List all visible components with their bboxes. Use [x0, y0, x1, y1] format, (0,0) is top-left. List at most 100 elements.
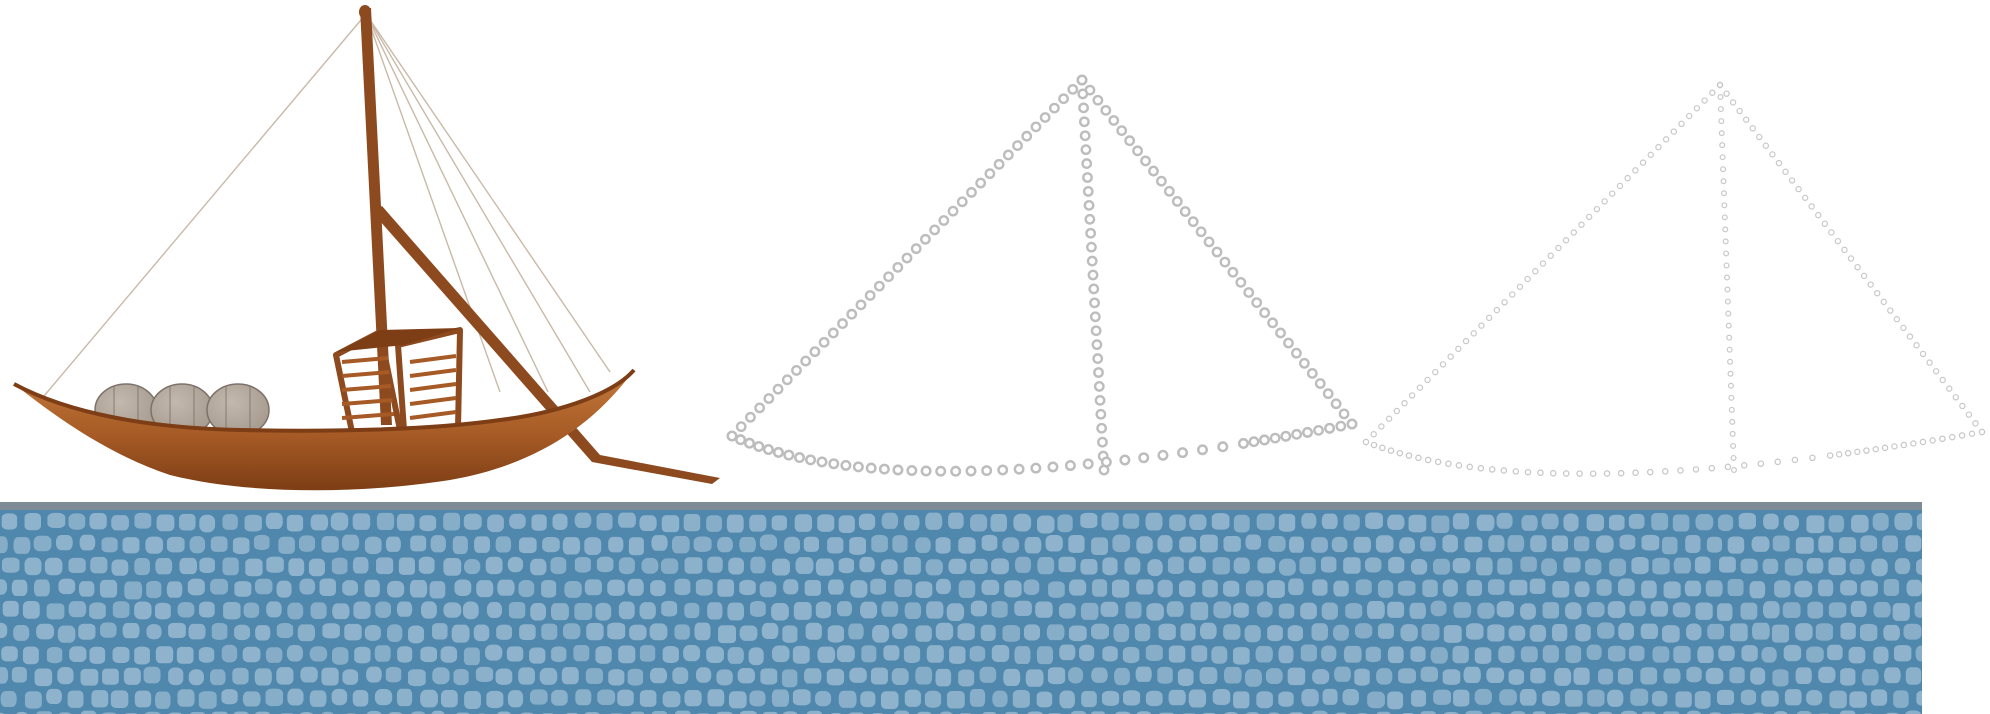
river-stone	[1807, 601, 1824, 619]
river-stone	[1223, 666, 1242, 684]
river-stone	[872, 624, 890, 643]
river-stone	[1828, 557, 1846, 576]
sail-dot	[1585, 213, 1593, 221]
sail-dot	[1094, 394, 1106, 406]
river-stone	[717, 537, 733, 553]
river-stone	[44, 557, 63, 576]
sail-dot	[1939, 435, 1946, 442]
barrel	[206, 383, 270, 437]
river-stone	[707, 556, 723, 573]
river-stone	[1818, 666, 1836, 684]
river-stone	[550, 556, 567, 575]
river-stone	[595, 646, 612, 664]
river-stone	[354, 646, 371, 664]
river-stone	[707, 689, 725, 707]
river-stone	[782, 711, 798, 714]
river-stone	[1101, 690, 1120, 706]
sail-dot	[763, 444, 774, 455]
river-stone	[1321, 513, 1338, 530]
river-stone	[1597, 711, 1613, 714]
river-stone	[1488, 579, 1505, 595]
sail-dot	[1219, 256, 1231, 268]
sail-dot	[1455, 345, 1462, 353]
sail-dot	[920, 465, 932, 477]
river-stone	[1488, 535, 1505, 553]
river-stone	[574, 556, 591, 573]
river-stone	[694, 622, 711, 641]
river-stone	[134, 690, 152, 708]
river-stone	[1618, 622, 1634, 640]
river-stone	[817, 514, 835, 532]
river-stone	[1442, 579, 1458, 597]
river-stone	[1245, 580, 1264, 597]
river-stone	[1915, 645, 1922, 662]
river-stone	[629, 624, 647, 641]
river-stone	[1354, 623, 1373, 639]
sail-dot	[1330, 398, 1342, 410]
river-stone	[894, 710, 910, 714]
river-stone	[1573, 667, 1590, 685]
sail-dot	[1275, 327, 1286, 339]
river-stone	[596, 513, 613, 531]
sail-dot	[1091, 339, 1103, 351]
sail-dot	[1639, 159, 1647, 166]
river-stone	[639, 690, 657, 707]
river-stone	[463, 513, 482, 530]
river-stone	[1573, 536, 1590, 552]
river-stone	[1507, 535, 1525, 552]
river-stone	[1046, 624, 1065, 641]
river-stone	[1312, 579, 1328, 596]
river-stone	[784, 536, 801, 554]
river-stone	[144, 711, 161, 714]
river-stone	[551, 689, 568, 706]
river-stone	[496, 624, 513, 640]
sail-dot	[1570, 229, 1577, 236]
sail-dot	[1089, 297, 1100, 309]
sail-dot	[1335, 420, 1347, 432]
river-stone	[1452, 645, 1469, 664]
cabin-frame	[333, 327, 463, 435]
river-stone	[585, 668, 604, 685]
sail-dot	[1096, 422, 1108, 434]
river-stone	[1364, 557, 1382, 573]
sail-dot	[1887, 307, 1894, 314]
river-stone	[1529, 624, 1547, 642]
sail-dot	[1532, 268, 1539, 275]
sail-dot	[1021, 130, 1033, 142]
river-stone	[1090, 711, 1106, 714]
river-stone	[168, 667, 184, 686]
sail-dot	[1179, 206, 1191, 217]
river-stone	[462, 601, 479, 620]
sail-dot	[735, 434, 746, 446]
sail-dot	[1078, 102, 1089, 114]
river-stone	[957, 623, 975, 641]
river-stone	[597, 689, 616, 706]
river-stone	[1136, 711, 1152, 714]
river-stone	[420, 601, 437, 619]
river-stone	[1652, 690, 1668, 707]
river-stone	[177, 689, 195, 707]
river-stone	[1652, 557, 1670, 575]
sail-dot	[1393, 407, 1400, 415]
river-stone	[958, 669, 975, 687]
river-stone	[1840, 580, 1858, 596]
sail-dot	[1756, 133, 1763, 141]
sail-dot	[935, 465, 947, 477]
river-stone	[552, 513, 568, 531]
river-stone	[718, 625, 737, 644]
river-stone	[1508, 625, 1526, 641]
river-stone	[1301, 513, 1317, 529]
river-stone	[146, 580, 162, 599]
river-stone	[639, 515, 657, 532]
river-stone	[276, 667, 294, 685]
river-stone	[508, 601, 526, 619]
river-stone	[771, 689, 790, 707]
sail-dot	[1863, 447, 1870, 454]
river-stone	[1542, 690, 1560, 706]
river-stone	[1476, 557, 1493, 576]
sail-dot	[1929, 437, 1936, 444]
river-stone	[915, 625, 932, 642]
sail-dot	[1919, 350, 1927, 358]
river-stone	[1575, 624, 1591, 642]
river-stone	[1466, 580, 1483, 597]
